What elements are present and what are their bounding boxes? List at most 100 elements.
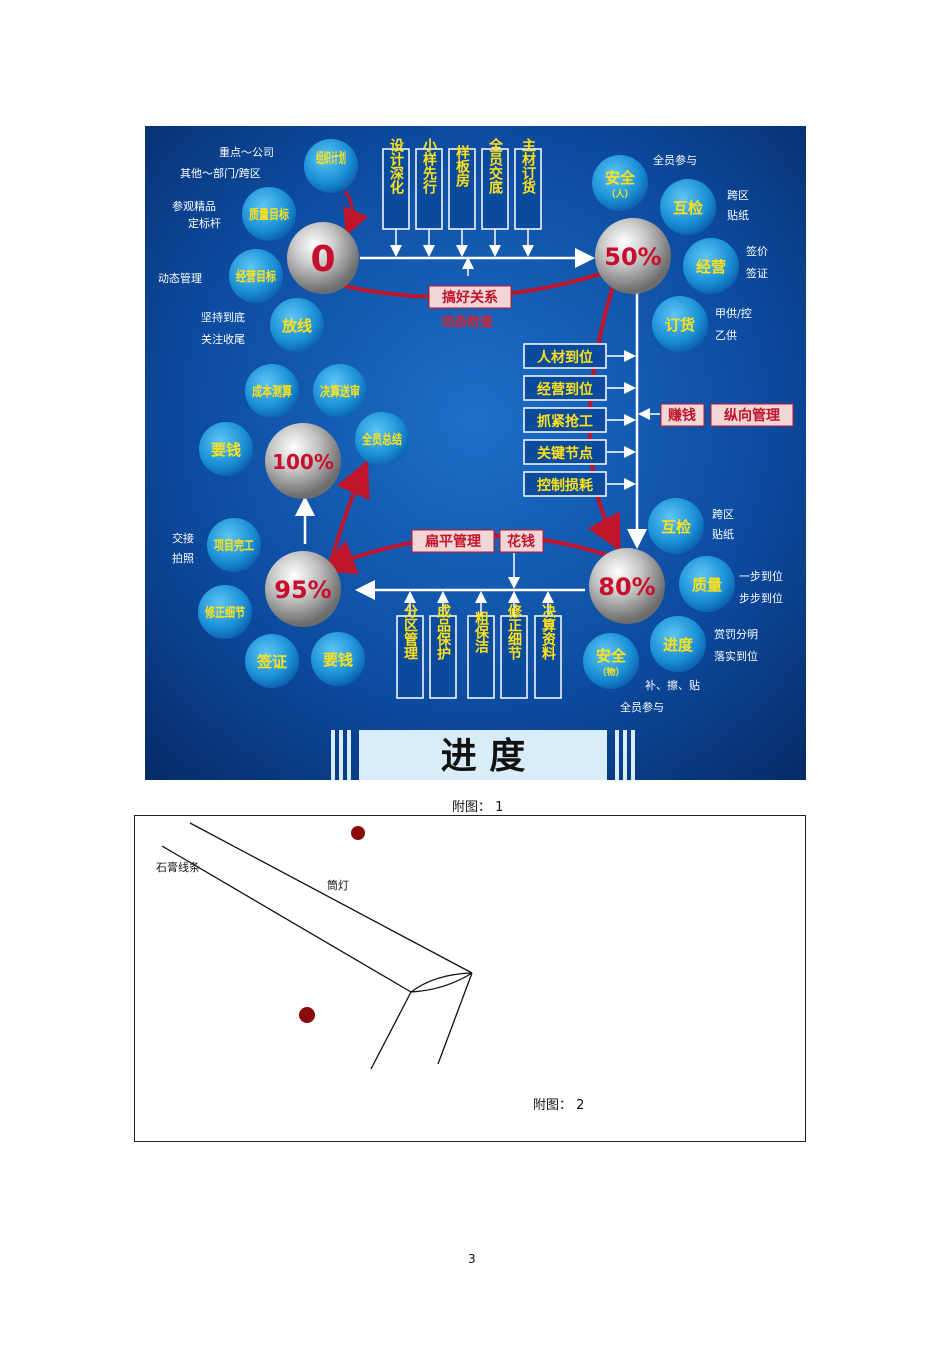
milestone-label: 50% <box>604 243 661 271</box>
side-note: 交接 <box>172 531 194 545</box>
milestone-80: 80% <box>589 548 665 624</box>
milestone-100: 100% <box>265 423 341 499</box>
box-text: 粗保洁 <box>473 610 490 654</box>
milestone-50: 50% <box>595 218 671 294</box>
side-note: 贴纸 <box>712 527 734 541</box>
bubble-subtext: （人） <box>606 188 633 200</box>
bubble-mutual-check-1: 互检 <box>660 179 716 235</box>
sketch-curve <box>410 972 473 993</box>
box-text: 经营到位 <box>537 381 593 398</box>
bubble-text: 成本测算 <box>252 384 292 400</box>
box-text: 成品保护 <box>435 603 452 661</box>
side-note: 拍照 <box>172 551 194 565</box>
bubble-quality-goal: 质量目标 <box>242 187 296 241</box>
bubble-text: 互检 <box>661 518 691 536</box>
mid-box-rush: 抓紧抢工 <box>523 407 607 433</box>
bubble-subtext: （物） <box>597 666 624 678</box>
bubble-text: 订货 <box>665 316 695 334</box>
side-note: 跨区 <box>727 189 749 202</box>
bubble-text: 放线 <box>281 317 312 335</box>
milestone-0: 0 <box>287 222 359 294</box>
progress-diagram: 0 50% 80% 95% 100% 组织计划 质量目标 经营目标 放线 安全（… <box>145 126 806 780</box>
mid-box-loss: 控制损耗 <box>523 471 607 497</box>
bubble-text: 决算送审 <box>320 384 360 400</box>
bubble-setout: 放线 <box>270 298 324 352</box>
box-text: 小样先行 <box>421 138 438 195</box>
tag-text: 搞好关系 <box>442 289 498 306</box>
top-box-design: 设计深化 <box>382 138 410 230</box>
bubble-quality: 质量 <box>679 556 735 612</box>
sketch-line <box>437 972 473 1065</box>
milestone-label: 100% <box>272 450 334 474</box>
tag-flat-mgmt: 扁平管理 <box>411 529 495 553</box>
bubble-text: 修正细节 <box>204 605 245 621</box>
bubble-schedule: 进度 <box>650 616 706 672</box>
box-text: 决算资料 <box>540 603 556 661</box>
top-box-showroom: 样板房 <box>448 144 476 230</box>
tag-text: 赚钱 <box>667 407 696 424</box>
downlight-dot <box>299 1007 315 1023</box>
tag-spend-money: 花钱 <box>499 529 544 553</box>
mid-box-business: 经营到位 <box>523 375 607 401</box>
bubble-settlement-review: 决算送审 <box>313 364 367 418</box>
tag-text: 扁平管理 <box>425 533 481 550</box>
box-text: 主材订货 <box>520 137 537 195</box>
bubble-cost-estimate: 成本测算 <box>245 364 299 418</box>
top-box-material-order: 主材订货 <box>514 137 542 230</box>
bubble-text: 经营 <box>696 258 726 276</box>
bubble-text: 组织计划 <box>316 150 346 167</box>
side-note: 补、擦、贴 <box>645 678 700 692</box>
side-note: 签价 <box>746 244 768 258</box>
top-box-briefing: 全员交底 <box>481 137 509 230</box>
box-text: 设计深化 <box>388 138 404 195</box>
milestone-95: 95% <box>265 551 341 627</box>
bubble-business: 经营 <box>683 238 739 294</box>
bubble-safety-material: 安全（物） <box>583 633 639 689</box>
mid-box-keypoints: 关键节点 <box>523 439 607 465</box>
side-note: 定标杆 <box>188 216 221 230</box>
caption-figure-2: 附图： 2 <box>533 1098 585 1113</box>
side-note: 重点～公司 <box>219 145 274 159</box>
tag-earn-money: 赚钱 <box>660 403 705 427</box>
tag-relations: 搞好关系 <box>428 285 512 309</box>
bubble-text: 要钱 <box>323 651 353 669</box>
milestone-label: 0 <box>310 239 335 280</box>
side-note: 甲供/控 <box>715 306 752 320</box>
bottom-box-protection: 成品保护 <box>429 603 457 699</box>
box-text: 样板房 <box>454 144 470 188</box>
bubble-team-summary: 全员总结 <box>355 412 409 466</box>
box-text: 分区管理 <box>402 604 418 660</box>
side-note: 贴纸 <box>727 208 749 222</box>
title-banner: 进 度 <box>331 730 635 780</box>
bubble-plan: 组织计划 <box>304 139 358 193</box>
page-number: 3 <box>468 1252 476 1266</box>
bubble-text: 互检 <box>673 199 703 217</box>
side-note: 其他～部门/跨区 <box>180 166 261 180</box>
box-text: 抓紧抢工 <box>537 413 593 430</box>
bubble-collect-money-1: 要钱 <box>311 632 365 686</box>
arc-plan-to-0 <box>343 190 369 237</box>
side-note: 乙供 <box>715 328 737 342</box>
bottom-box-fix: 修正细节 <box>500 603 528 699</box>
mid-box-labor: 人材到位 <box>523 343 607 369</box>
bubble-text: 质量目标 <box>249 207 289 223</box>
bubble-order: 订货 <box>652 296 708 352</box>
bubble-text: 签证 <box>256 653 287 671</box>
bottom-box-cleaning: 粗保洁 <box>467 610 495 699</box>
side-note: 赏罚分明 <box>714 628 758 641</box>
top-box-sample: 小样先行 <box>415 138 443 230</box>
bottom-box-arrows <box>404 553 554 616</box>
sketch-line <box>161 845 412 993</box>
side-note: 关注收尾 <box>201 332 245 346</box>
bottom-box-settlement: 决算资料 <box>534 603 562 699</box>
side-note: 参观精品 <box>172 199 216 213</box>
bubble-mutual-check-2: 互检 <box>648 498 704 554</box>
bubble-text: 安全 <box>596 647 627 665</box>
bubble-collect-money-2: 要钱 <box>199 422 253 476</box>
side-note: 签证 <box>746 266 768 280</box>
side-note: 动态管理 <box>158 271 202 285</box>
tag-text: 纵向管理 <box>724 407 780 424</box>
side-note: 坚持到底 <box>201 310 245 324</box>
box-text: 控制损耗 <box>537 477 593 494</box>
